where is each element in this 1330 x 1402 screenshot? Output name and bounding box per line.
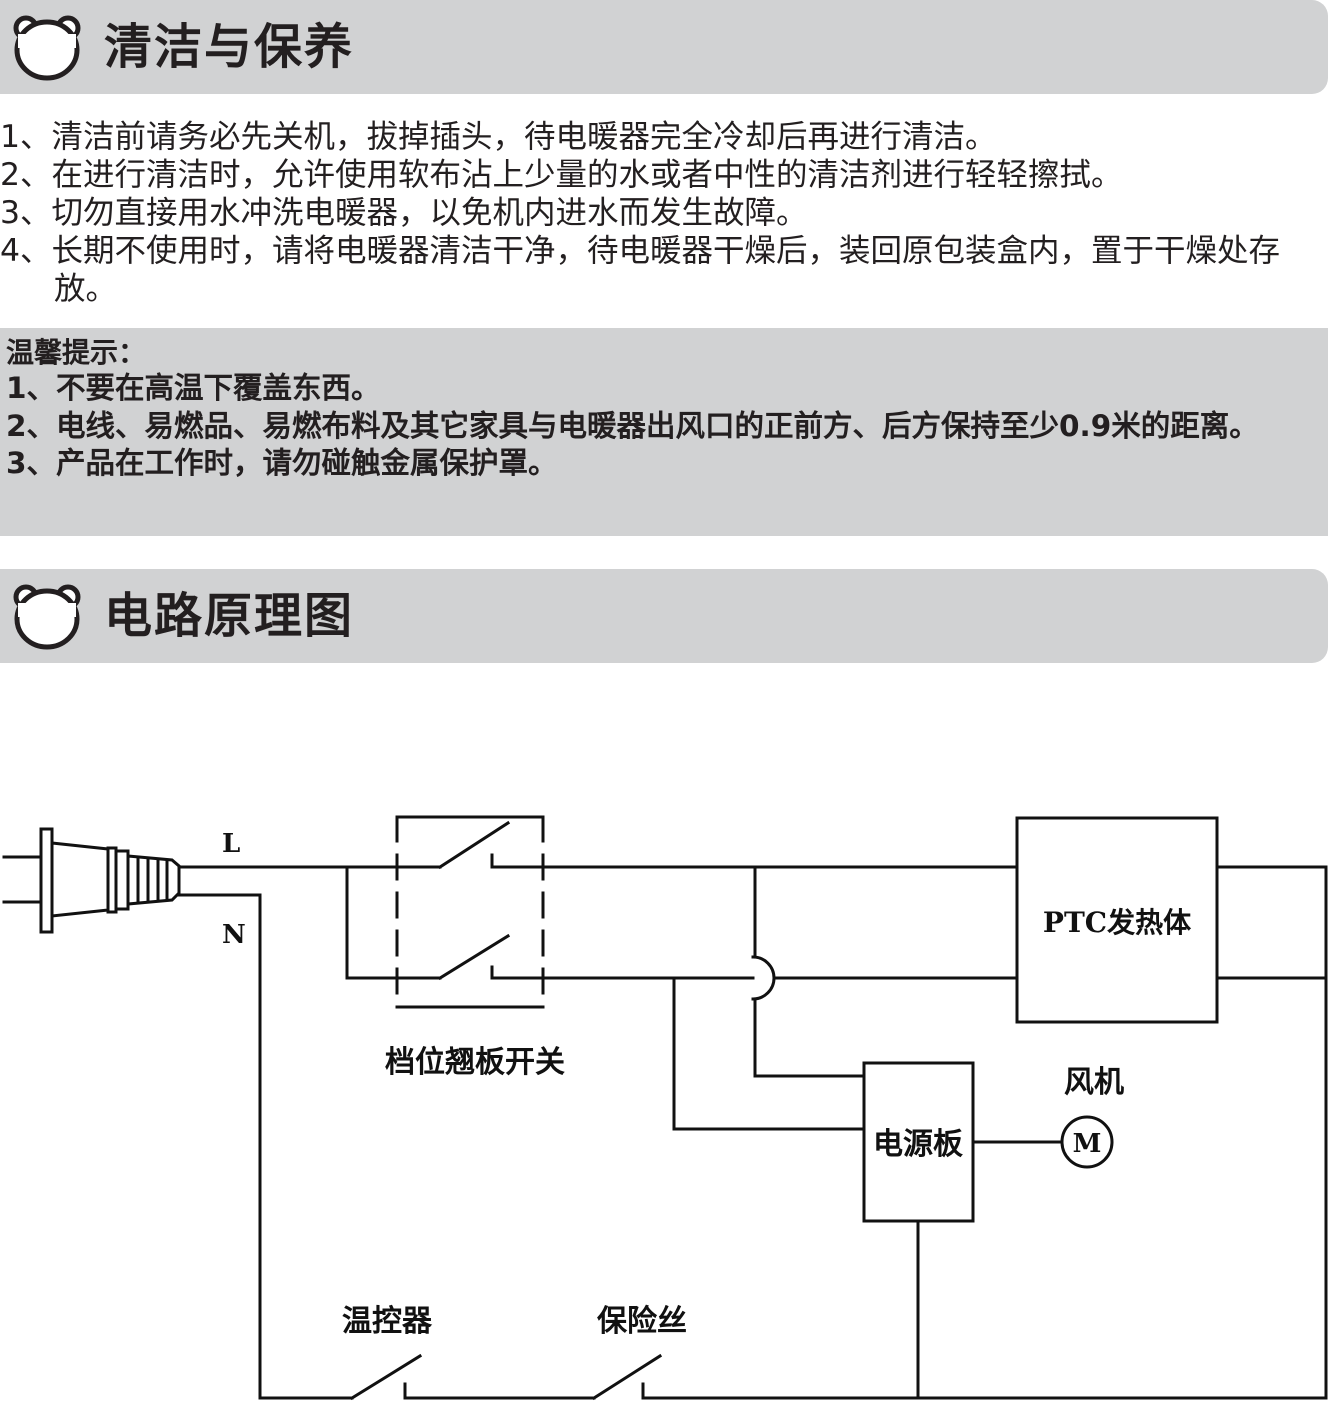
switch-label: 档位翘板开关 [385,1045,565,1080]
section-banner-cleaning: 清洁与保养 [0,0,1328,94]
list-item: 4、长期不使用时，请将电暖器清洁干净，待电暖器干燥后，装回原包装盒内，置于干燥处… [0,233,1281,307]
cleaning-instructions-list: 1、清洁前请务必先关机，拔掉插头，待电暖器完全冷却后再进行清洁。 2、在进行清洁… [0,118,1320,308]
list-item: 3、产品在工作时，请勿碰触金属保护罩。 [6,446,558,480]
rocker-switch [395,815,545,1009]
ptc-heater [1015,816,1219,1024]
bear-face-icon [13,15,81,81]
label-L: L [222,829,240,859]
fuse-label: 保险丝 [597,1304,687,1339]
label-N: N [222,920,246,950]
list-item: 1、不要在高温下覆盖东西。 [6,371,381,405]
section-banner-circuit: 电路原理图 [0,569,1328,663]
motor-symbol: M [1073,1129,1102,1159]
fan-label: 风机 [1064,1065,1124,1100]
list-item: 2、在进行清洁时，允许使用软布沾上少量的水或者中性的清洁剂进行轻轻擦拭。 [0,157,1123,193]
bear-face-icon [13,584,81,650]
list-item: 3、切勿直接用水冲洗电暖器，以免机内进水而发生故障。 [0,195,808,231]
power-board-label: 电源板 [873,1127,963,1162]
list-item: 1、清洁前请务必先关机，拔掉插头，待电暖器完全冷却后再进行清洁。 [0,119,997,155]
plug-icon [2,827,181,934]
warm-tips-box: 温馨提示： 1、不要在高温下覆盖东西。 2、电线、易燃品、易燃布料及其它家具与电… [0,328,1328,536]
section-title: 电路原理图 [104,588,355,644]
tips-heading: 温馨提示： [6,336,147,369]
tips-list: 1、不要在高温下覆盖东西。 2、电线、易燃品、易燃布料及其它家具与电暖器出风口的… [6,370,1322,483]
ptc-label: PTC发热体 [1043,906,1192,939]
list-item: 2、电线、易燃品、易燃布料及其它家具与电暖器出风口的正前方、后方保持至少0.9米… [6,408,1259,443]
section-title: 清洁与保养 [104,19,355,75]
thermostat-label: 温控器 [342,1304,433,1339]
fan-motor-icon [1060,1115,1114,1169]
